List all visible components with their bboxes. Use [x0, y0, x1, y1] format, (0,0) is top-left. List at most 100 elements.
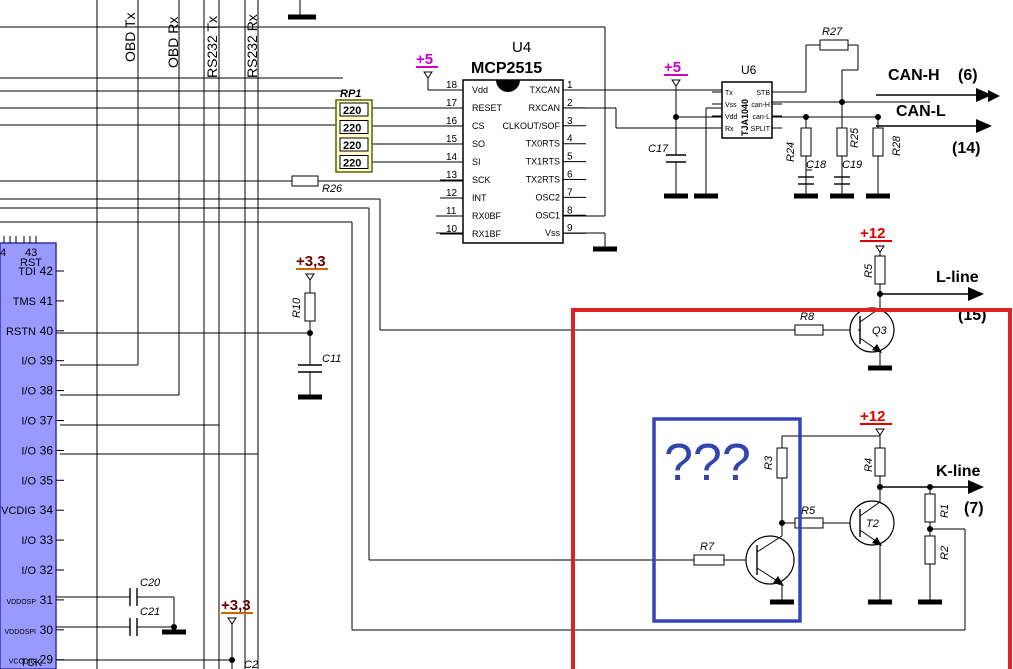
- osc-caps: C20 C21: [56, 577, 186, 636]
- u6-name: TJA1040: [740, 99, 750, 136]
- k-line-driver: R7 R3 R5 T2 +12 R4: [0, 221, 984, 631]
- u4-pin-name: TXCAN: [529, 85, 560, 95]
- rail-plus33-a: +3,3: [296, 253, 326, 270]
- u4-pin-num: 12: [446, 188, 458, 199]
- mcu-pin-name: I/O: [21, 356, 36, 368]
- r3-label: R3: [763, 455, 775, 470]
- label-obd-tx: OBD Tx: [122, 12, 138, 62]
- rp1-cell: [339, 102, 369, 117]
- net-can-h-pin: (6): [958, 67, 978, 84]
- mcu-pin-name: VDDOSP: [6, 599, 36, 606]
- mcu-pin-num: 33: [40, 533, 54, 547]
- u4-pin-num: 5: [567, 152, 573, 163]
- u4-pin-num: 13: [446, 170, 458, 181]
- mcu-pin-num: 42: [40, 264, 54, 278]
- mcu-rst: RST: [20, 257, 42, 269]
- r8-label: R8: [800, 311, 815, 323]
- mcu-pin-num: 31: [40, 593, 54, 607]
- u6-pin-name: Tx: [725, 90, 733, 97]
- mcu-pin-name: I/O: [21, 445, 36, 457]
- r10-label: R10: [291, 297, 303, 318]
- c18-label: C18: [806, 159, 827, 171]
- u4-pin-name: OSC2: [535, 192, 560, 202]
- u4-pin-name: Vdd: [472, 85, 488, 95]
- mcu-pin-num: 30: [40, 623, 54, 637]
- mcu-pin-name: VCDIG: [1, 505, 36, 517]
- u4-pin-name: Vss: [545, 228, 561, 238]
- t2-label: T2: [866, 518, 879, 530]
- mcu-body: [0, 242, 57, 669]
- r27-label: R27: [822, 26, 843, 38]
- rail-plus12-a: +12: [860, 225, 885, 242]
- reset-network: +3,3 R10 C11: [56, 253, 341, 400]
- u4-pin-name: RXCAN: [528, 103, 560, 113]
- u4-pin-num: 4: [567, 134, 573, 145]
- u6-pin-name: SPLIT: [751, 126, 771, 133]
- u4-pin-num: 3: [567, 116, 573, 127]
- u4-pin-num: 1: [567, 80, 573, 91]
- u6-pin-name: Vss: [725, 102, 737, 109]
- mcu-pin-name: I/O: [21, 386, 36, 398]
- mcu-pin-num: 39: [40, 354, 54, 368]
- u4-pin-num: 15: [446, 134, 458, 145]
- r7-label: R7: [700, 541, 715, 553]
- u4-pin-num: 9: [567, 223, 573, 234]
- u4-pin-num: 16: [446, 116, 458, 127]
- u4-body: [462, 79, 564, 244]
- u4-pin-name: TX1RTS: [526, 157, 560, 167]
- mcu-pin-num: 41: [40, 294, 54, 308]
- rail-plus33-b: +3,3: [221, 597, 251, 614]
- u4-pin-num: 2: [567, 98, 573, 109]
- net-l-line: L-line: [936, 269, 979, 286]
- u6-ref: U6: [741, 63, 757, 77]
- u4-notch: [496, 80, 520, 92]
- u4-pin-name: RESET: [472, 103, 503, 113]
- u6-pin-name: can-L: [752, 114, 770, 121]
- rail-plus12-b: +12: [860, 408, 885, 425]
- mcu-pin-name: VDDOSPI: [4, 629, 36, 636]
- rp1-cell: [339, 155, 369, 169]
- u4-pin-name: TX2RTS: [526, 175, 560, 185]
- u6-pin-name: Vdd: [725, 114, 738, 121]
- rp1-cell: [339, 137, 369, 152]
- signal-buses: [60, 0, 259, 669]
- mcu-pin-num: 37: [40, 414, 54, 428]
- mcu-pin-name: I/O: [21, 565, 36, 577]
- mcu-pin-name: I/O: [21, 416, 36, 428]
- mcu-pin-name: VCCDIG: [9, 659, 36, 666]
- u4-pin-name: OSC1: [535, 210, 560, 220]
- u4-pin-num: 8: [567, 205, 573, 216]
- u4-pin-num: 14: [446, 152, 458, 163]
- mcu-pin43-num: 43: [25, 247, 37, 259]
- c21-label: C21: [140, 606, 160, 618]
- c2-label: C2: [244, 659, 258, 669]
- r2-label: R2: [939, 546, 951, 560]
- label-rs232-rx: RS232 Rx: [244, 14, 260, 78]
- highlight-blue-box: [652, 417, 802, 623]
- c20-label: C20: [140, 577, 161, 589]
- r4-label: R4: [863, 458, 875, 472]
- mcu-block: 4 43 RST 42TDI41TMS40RSTN39I/O38I/O37I/O…: [0, 236, 64, 669]
- label-rs232-tx: RS232 Tx: [204, 16, 220, 78]
- c17-label: C17: [648, 143, 669, 155]
- mcu-pin-num: 36: [40, 443, 54, 457]
- u4-pin-name: RX1BF: [472, 229, 502, 239]
- top-signal-labels: OBD Tx OBD Rx RS232 Tx RS232 Rx: [122, 12, 260, 78]
- net-can-l: CAN-L: [896, 103, 946, 120]
- rail-u4-plus5: +5: [416, 51, 433, 68]
- u6-pin-name: STB: [756, 90, 770, 97]
- rp1-cell: [339, 120, 369, 134]
- rp1-cell-value: 220: [343, 105, 361, 117]
- u4-pin-name: INT: [472, 193, 487, 203]
- r28-label: R28: [891, 135, 903, 156]
- r25-label: R25: [849, 127, 861, 148]
- mcu-tck: TCK: [20, 657, 43, 669]
- u4-pin-num: 10: [446, 224, 458, 235]
- c19-label: C19: [842, 159, 862, 171]
- u4-name: MCP2515: [471, 60, 542, 77]
- mcu-pin-num: 32: [40, 563, 54, 577]
- mcu-pin-num: 40: [40, 324, 54, 338]
- u4-pin-name: CS: [472, 121, 485, 131]
